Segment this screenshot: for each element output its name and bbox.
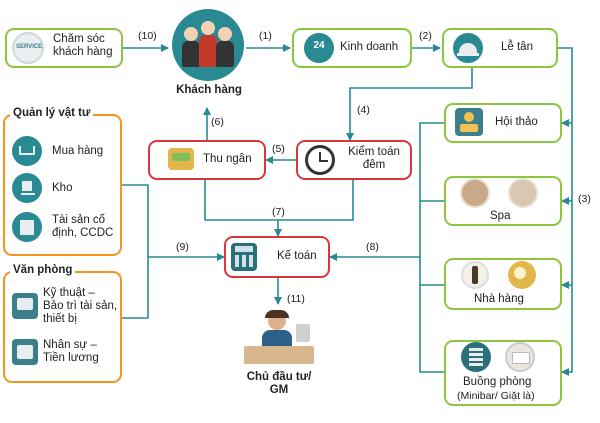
- cham-soc-label: Chăm sóc khách hàng: [53, 33, 123, 59]
- tai-san-line-2: định, CCDC: [52, 227, 114, 239]
- edge-3-line: [558, 47, 573, 376]
- edge-9-bus: [122, 184, 149, 319]
- dining-plate-icon: [508, 261, 536, 289]
- chu-dau-tu-label: Chủ đầu tư/ GM: [243, 371, 315, 397]
- quan-ly-vat-tu-title: Quản lý vật tư: [10, 107, 94, 120]
- cham-soc-text: Chăm sóc khách hàng: [53, 33, 113, 58]
- hoi-thao-label: Hội thảo: [495, 116, 538, 128]
- nhan-su-line-1: Nhân sự –: [43, 339, 97, 351]
- shopping-cart-icon: [12, 136, 42, 166]
- mua-hang-label: Mua hàng: [52, 145, 104, 157]
- kiem-toan-line-2: đêm: [362, 159, 386, 171]
- cash-register-icon: [168, 148, 194, 170]
- edge-label-7: (7): [272, 206, 285, 218]
- payroll-icon: [12, 339, 38, 365]
- node-thu-ngan: [148, 140, 266, 180]
- laundry-towels-icon: [505, 342, 535, 372]
- spa-face-icon: [508, 178, 538, 208]
- nha-hang-label: Nhà hàng: [474, 293, 524, 305]
- nhan-su-label: Nhân sự – Tiền lương: [43, 339, 99, 365]
- ky-thuat-line-2: Bảo trì tài sản,: [43, 300, 118, 312]
- edge-7-line: [204, 180, 354, 221]
- ky-thuat-label: Kỹ thuật – Bảo trì tài sản, thiết bị: [43, 287, 117, 326]
- buong-phong-label: Buồng phòng: [463, 376, 532, 388]
- kinh-doanh-label: Kinh doanh: [340, 41, 399, 53]
- tai-san-line-1: Tài sản cố: [52, 214, 106, 226]
- maintenance-icon: [12, 293, 38, 319]
- tai-san-label: Tài sản cố định, CCDC: [52, 214, 113, 240]
- service-24-7-icon: SERVICE: [12, 32, 44, 64]
- service-badge-text: SERVICE: [16, 44, 43, 50]
- customers-group-icon: [172, 9, 244, 81]
- executive-desk-icon: [240, 306, 318, 368]
- edge-label-1: (1): [259, 30, 272, 42]
- building-assets-icon: [12, 212, 42, 242]
- van-phong-title: Văn phòng: [10, 264, 76, 277]
- ky-thuat-line-3: thiết bị: [43, 313, 77, 325]
- nhan-su-line-2: Tiền lương: [43, 352, 99, 364]
- kiem-toan-line-1: Kiểm toán: [348, 146, 400, 158]
- khach-hang-label: Khách hàng: [176, 84, 242, 96]
- edge-4-line: [346, 68, 473, 141]
- edge-label-10: (10): [138, 30, 157, 42]
- warehouse-dolly-icon: [12, 173, 42, 203]
- spa-label: Spa: [490, 210, 511, 222]
- conference-icon: [455, 108, 483, 136]
- edge-label-2: (2): [419, 30, 432, 42]
- ke-toan-label: Kế toán: [277, 250, 317, 262]
- minibar-icon: [461, 342, 491, 372]
- kho-label: Kho: [52, 182, 73, 194]
- buong-phong-sub-label: (Minibar/ Giặt là): [457, 390, 535, 402]
- edge-label-6: (6): [211, 116, 224, 128]
- phone-24h-text: 24: [313, 40, 325, 51]
- edge-label-3: (3): [578, 193, 591, 205]
- edge-label-4: (4): [357, 104, 370, 116]
- clock-icon: [305, 145, 335, 175]
- edge-label-8: (8): [366, 241, 379, 253]
- chu-dau-tu-line-2: GM: [269, 384, 289, 396]
- phone-24h-icon: 24: [304, 33, 334, 63]
- chu-dau-tu-line-1: Chủ đầu tư/: [246, 371, 312, 383]
- thu-ngan-label: Thu ngân: [203, 153, 252, 165]
- spa-hands-icon: [460, 178, 490, 208]
- reception-bell-icon: [453, 33, 483, 63]
- kiem-toan-label: Kiểm toán đêm: [345, 146, 403, 172]
- edge-label-9: (9): [176, 241, 189, 253]
- le-tan-label: Lễ tân: [501, 41, 533, 53]
- node-nha-hang: [444, 258, 562, 310]
- edge-label-11: (11): [287, 293, 305, 305]
- edge-8-bus: [419, 122, 445, 373]
- ky-thuat-line-1: Kỹ thuật –: [43, 287, 95, 299]
- edge-label-5: (5): [272, 143, 285, 155]
- calculator-icon: [231, 243, 257, 271]
- wine-bottle-icon: [461, 261, 489, 289]
